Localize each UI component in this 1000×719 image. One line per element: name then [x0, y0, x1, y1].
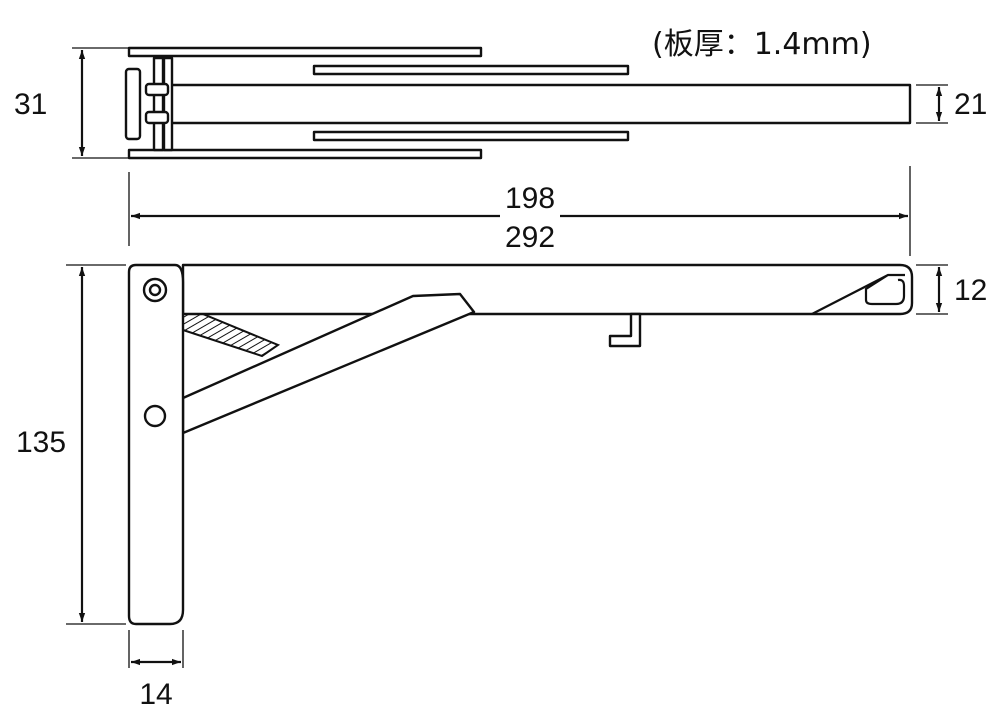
hinge-spring-hatch — [182, 311, 281, 358]
dim-label-total-length: 292 — [505, 221, 555, 254]
top-wall-plate — [124, 67, 142, 141]
dim-label-lip-height: 12 — [954, 274, 987, 307]
top-inner-plate-lower — [312, 130, 630, 142]
top-outer-plate-lower — [127, 148, 483, 160]
dimension-arm-thickness: 21 — [916, 84, 987, 124]
dimension-leg-height: 135 — [16, 264, 126, 625]
dim-label-arm-thickness: 21 — [954, 88, 987, 121]
top-outer-plate-upper — [127, 46, 483, 58]
dimension-length: 198 292 — [128, 166, 911, 256]
dim-label-leg-width: 14 — [139, 678, 172, 711]
dimension-leg-width: 14 — [128, 630, 184, 711]
side-wall-leg — [127, 263, 185, 626]
side-view — [127, 263, 914, 626]
screw-hole-lower — [143, 404, 167, 428]
dim-label-inner-length: 198 — [505, 182, 555, 215]
top-hinge-knuckle-upper — [144, 82, 170, 97]
top-view — [124, 46, 912, 160]
top-hinge-post-left — [152, 56, 165, 152]
screw-hole-upper-inner — [148, 283, 162, 297]
dimension-lip-height: 12 — [916, 264, 987, 315]
top-inner-plate-upper — [312, 64, 630, 76]
side-latch-tab — [608, 312, 642, 348]
dim-label-leg-height: 135 — [16, 426, 66, 459]
top-hinge-knuckle-lower — [144, 110, 170, 125]
side-arm-lip-slot — [811, 273, 906, 315]
top-hinge-post-right — [162, 56, 174, 152]
dim-label-top-height: 31 — [14, 88, 47, 121]
side-top-arm — [181, 263, 914, 316]
top-main-arm — [166, 83, 912, 125]
plate-thickness-note: (板厚：1.4mm) — [652, 27, 872, 62]
dimension-top-height: 31 — [14, 47, 128, 159]
